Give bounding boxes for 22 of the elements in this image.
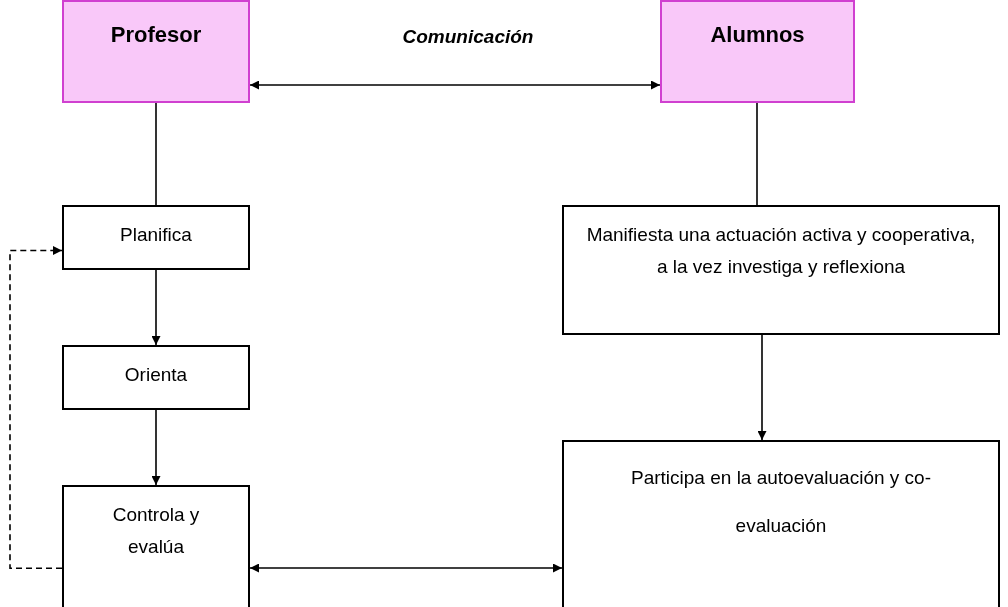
arrow <box>151 269 161 346</box>
process-box <box>62 485 250 607</box>
step-text: Controla y evalúa <box>111 503 201 559</box>
process-box <box>562 205 1000 335</box>
role-box <box>62 0 250 103</box>
process-box <box>62 205 250 270</box>
step-text: Orienta <box>124 363 188 387</box>
connector-line <box>756 102 758 206</box>
step-text: Manifiesta una actuación activa y cooperativa, a la vez investiga y reflexiona <box>585 223 977 279</box>
process-box <box>562 440 1000 607</box>
step-text: Planifica <box>120 223 192 247</box>
arrow <box>151 409 161 486</box>
arrow <box>249 80 661 90</box>
process-box <box>62 345 250 410</box>
role-label: Profesor <box>110 21 202 49</box>
dashed-arrow <box>9 246 63 569</box>
role-box <box>660 0 855 103</box>
step-text: Participa en la autoevaluación y co- evaluación <box>630 466 932 538</box>
arrow <box>249 563 563 573</box>
arrow <box>757 334 767 441</box>
role-label: Alumnos <box>710 21 805 49</box>
connector-line <box>155 102 157 206</box>
